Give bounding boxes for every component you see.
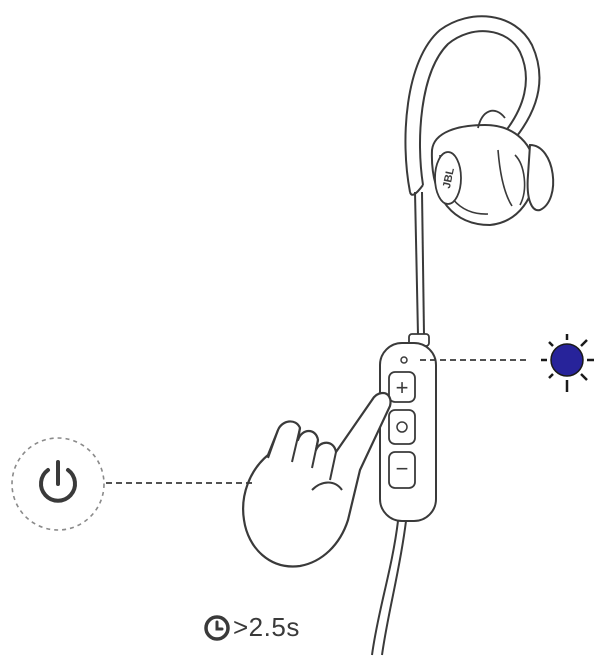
clock-icon [204, 614, 230, 641]
upper-cable [414, 191, 419, 336]
earhook [404, 15, 541, 193]
led-light-icon [541, 334, 594, 392]
led-indicator [400, 356, 408, 364]
minus-icon: − [396, 456, 409, 481]
hold-duration-label: >2.5s [233, 612, 300, 642]
inline-remote: + − [379, 342, 437, 522]
volume-down-button[interactable] [388, 451, 416, 489]
pointing-hand-icon [242, 391, 392, 568]
hold-duration: >2.5s [204, 612, 300, 643]
multifunction-button[interactable] [388, 409, 416, 445]
earhook-inner [419, 30, 527, 186]
power-icon [39, 460, 77, 503]
plus-icon: + [396, 375, 409, 400]
ear-tip [526, 143, 555, 212]
earbud: JBL [430, 109, 555, 227]
multifunction-button-icon [396, 421, 408, 433]
lower-cable [371, 520, 399, 656]
brand-label: JBL [441, 167, 457, 190]
volume-up-button[interactable] [388, 371, 416, 403]
